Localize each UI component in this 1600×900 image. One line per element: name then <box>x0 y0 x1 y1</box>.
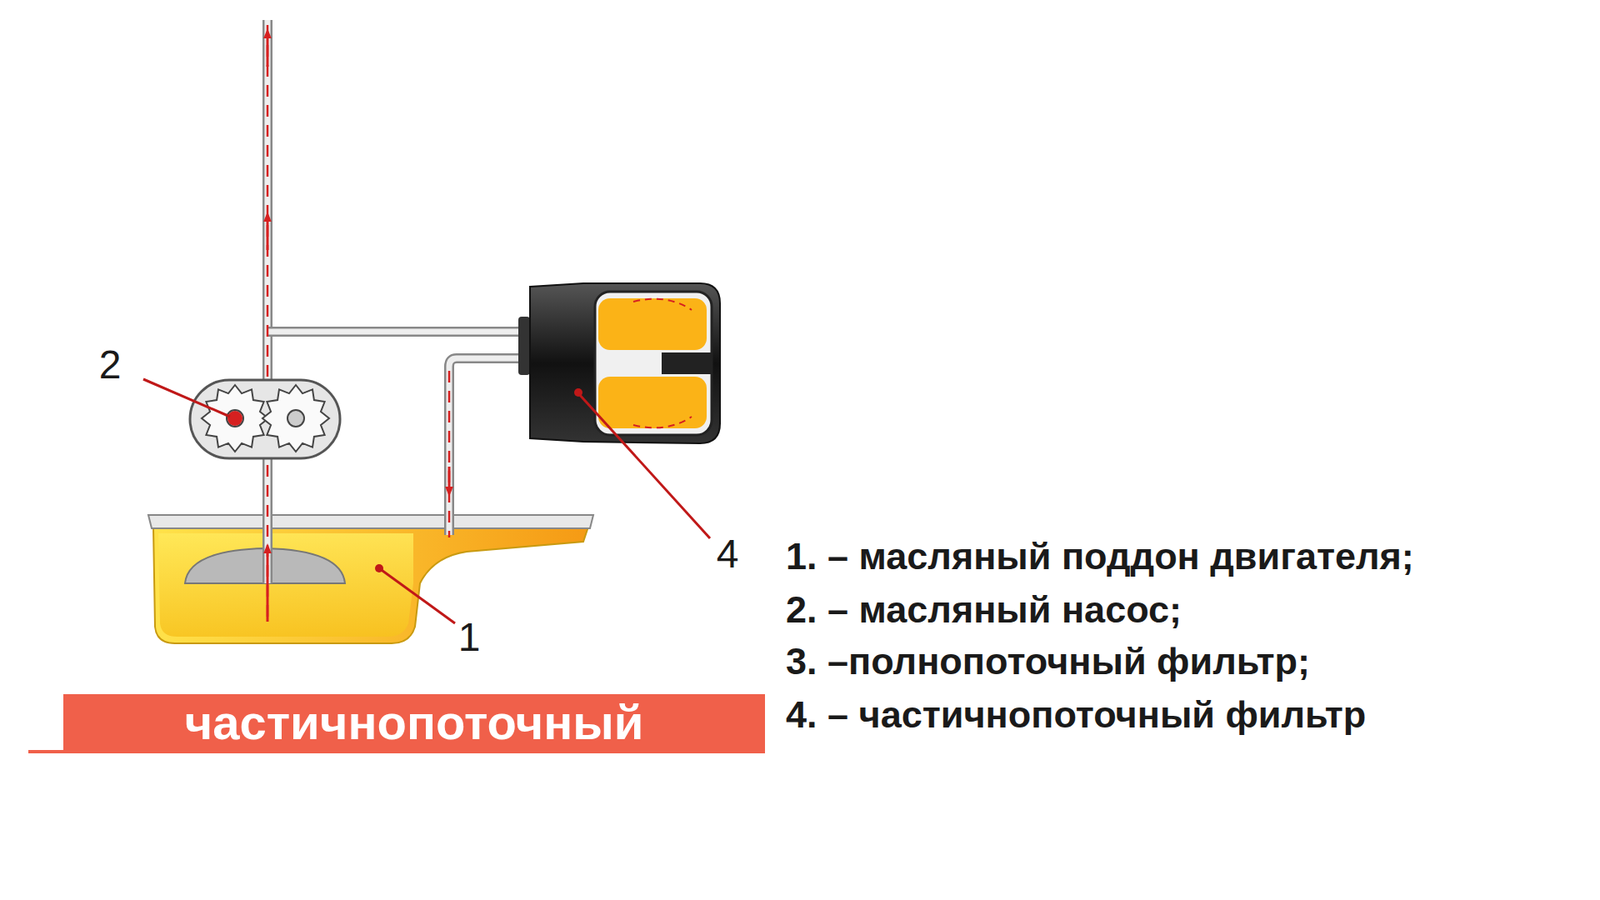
legend-line: 2. – масляный насос; <box>785 590 1182 629</box>
leader-dot <box>375 564 384 573</box>
oil-pump <box>190 380 340 459</box>
pipes <box>267 20 527 622</box>
oil-pan <box>148 515 594 644</box>
legend-line: 4. – частичнопоточный фильтр <box>785 695 1366 734</box>
gear <box>201 385 269 452</box>
legend-line: 3. –полнопоточный фильтр; <box>785 642 1310 680</box>
callout-number: 2 <box>99 345 122 385</box>
band-text: частичнопоточный <box>185 698 645 747</box>
leader-lines <box>143 379 710 624</box>
partial-flow-filter <box>518 283 720 444</box>
leader-dot <box>574 388 583 397</box>
callout-number: 1 <box>458 617 481 658</box>
legend-line: 1. – масляный поддон двигателя; <box>785 537 1415 575</box>
gear-hub <box>226 410 244 427</box>
gear-hub <box>287 410 305 427</box>
gear <box>262 385 330 452</box>
callout-number: 4 <box>716 534 740 575</box>
title-band: частичнопоточный <box>63 694 765 751</box>
